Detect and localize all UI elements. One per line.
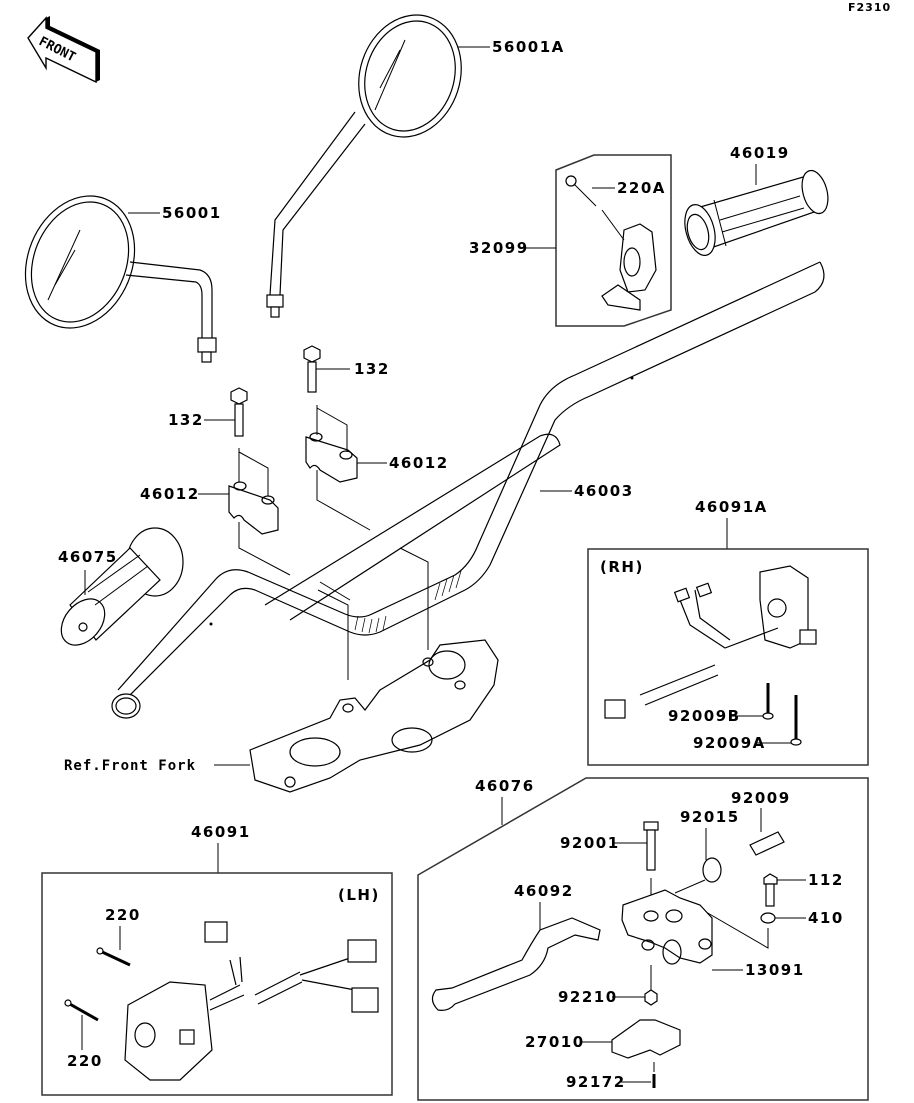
label-220-top: 220 — [105, 906, 141, 924]
lever-assembly[interactable]: 46076 92001 92015 92009 112 410 46092 — [417, 777, 869, 1101]
handlebar[interactable]: 46003 — [111, 261, 825, 719]
label-46092: 46092 — [514, 882, 574, 900]
label-92009B: 92009B — [668, 707, 741, 725]
front-fork-bracket[interactable]: Ref.Front Fork — [64, 639, 499, 793]
label-46012-left: 46012 — [140, 485, 200, 503]
label-92009A: 92009A — [693, 734, 766, 752]
label-46091: 46091 — [191, 823, 251, 841]
label-46075: 46075 — [58, 548, 118, 566]
label-92210: 92210 — [558, 988, 618, 1006]
label-56001: 56001 — [162, 204, 222, 222]
label-front-fork-ref: Ref.Front Fork — [64, 758, 196, 774]
label-92009: 92009 — [731, 789, 791, 807]
bolt-132-left[interactable]: 132 — [168, 387, 248, 437]
mirror-right[interactable]: 56001A — [266, 2, 565, 318]
label-46012-right: 46012 — [389, 454, 449, 472]
mirror-left[interactable]: 56001 — [6, 179, 222, 363]
label-lh-side: (LH) — [338, 886, 380, 904]
label-220-bottom: 220 — [67, 1052, 103, 1070]
label-56001A: 56001A — [492, 38, 565, 56]
label-32099: 32099 — [469, 239, 529, 257]
label-220A: 220A — [617, 179, 666, 197]
label-92172: 92172 — [566, 1073, 626, 1091]
grip-right[interactable]: 46019 — [680, 144, 833, 259]
label-92001: 92001 — [560, 834, 620, 852]
front-arrow-icon: FRONT — [27, 16, 100, 84]
bolt-132-right[interactable]: 132 — [303, 345, 390, 393]
switch-rh-assembly[interactable]: 46091A (RH) 92009B 92009A — [587, 498, 869, 766]
figure-id: F2310 — [848, 1, 891, 14]
holder-46012-right[interactable]: 46012 — [305, 405, 449, 531]
label-132-left: 132 — [168, 411, 204, 429]
label-46076: 46076 — [475, 777, 535, 795]
label-46019: 46019 — [730, 144, 790, 162]
label-112: 112 — [808, 871, 844, 889]
throttle-assembly[interactable]: 32099 220A — [469, 154, 672, 327]
holder-46012-left[interactable]: 46012 — [140, 448, 351, 601]
label-46003: 46003 — [574, 482, 634, 500]
switch-lh-assembly[interactable]: 46091 (LH) 220 220 — [41, 823, 393, 1096]
label-27010: 27010 — [525, 1033, 585, 1051]
label-13091: 13091 — [745, 961, 805, 979]
grip-left[interactable]: 46075 — [52, 527, 184, 653]
label-132-right: 132 — [354, 360, 390, 378]
label-46091A: 46091A — [695, 498, 768, 516]
label-rh-side: (RH) — [600, 558, 644, 576]
label-92015: 92015 — [680, 808, 740, 826]
label-410: 410 — [808, 909, 844, 927]
